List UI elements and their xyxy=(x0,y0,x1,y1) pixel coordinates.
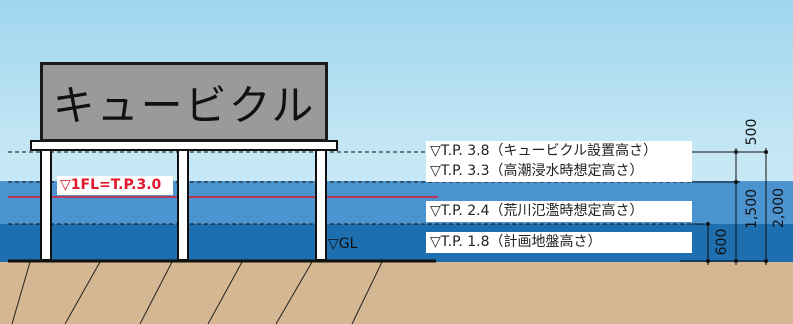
ground xyxy=(0,262,793,324)
label-tp-2-4: ▽T.P. 2.4（荒川氾濫時想定高さ） xyxy=(426,201,692,222)
label-tp-3-3: ▽T.P. 3.3（高潮浸水時想定高さ） xyxy=(426,161,692,182)
cubicle-title: キュービクル xyxy=(52,80,316,130)
dimension-ticks xyxy=(706,150,768,263)
label-tp-3-8: ▽T.P. 3.8（キュービクル設置高さ） xyxy=(426,141,692,162)
cubicle-box: キュービクル xyxy=(40,62,328,142)
label-tp-1-8: ▽T.P. 1.8（計画地盤高さ） xyxy=(426,232,692,253)
platform-deck xyxy=(30,140,338,151)
dimension-600: 600 xyxy=(714,228,730,256)
dimension-2000: 2,000 xyxy=(771,187,787,229)
first-floor-label: ▽1FL=T.P.3.0 xyxy=(57,176,173,195)
dimension-lines xyxy=(707,148,767,265)
dimension-500: 500 xyxy=(744,118,760,146)
ground-hatching xyxy=(11,261,383,324)
platform-legs xyxy=(40,149,327,261)
dimension-1500: 1,500 xyxy=(744,188,760,230)
leader-lines xyxy=(680,151,768,262)
ground-level-label: ▽GL xyxy=(328,236,358,252)
